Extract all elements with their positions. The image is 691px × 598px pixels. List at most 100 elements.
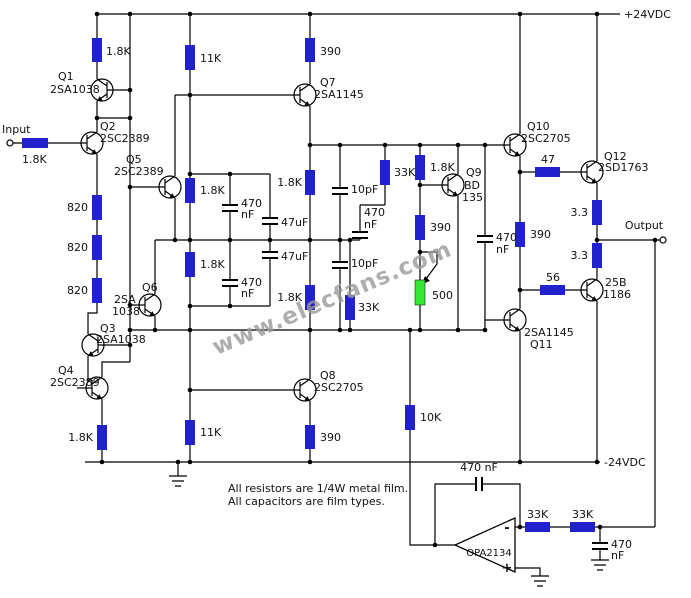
cap-47uf-bot [262, 251, 278, 259]
ground-symbol-output-cap [591, 559, 609, 571]
resistor-390-bot [305, 425, 315, 449]
transistor-part: 2SC2389 [50, 376, 100, 389]
resistor-33-top [592, 200, 602, 225]
transistor-part: BD [464, 179, 480, 192]
wire-network [13, 13, 660, 576]
cap-470nf-out [592, 542, 608, 550]
transistor-ref: Q12 [604, 150, 627, 163]
resistor-33-bot [592, 243, 602, 268]
capacitor-label: 470 [241, 197, 262, 210]
resistor-33k-fb2 [570, 522, 595, 532]
resistor-label: 33K [572, 508, 594, 521]
resistor-label: 390 [320, 45, 341, 58]
resistor-label: 3.3 [571, 249, 589, 262]
resistor-label: 390 [530, 228, 551, 241]
transistor-part: 25B [605, 276, 627, 289]
ground-symbol-opamp [531, 575, 549, 587]
capacitor-label: nF [241, 208, 254, 221]
cap-470nf-mid [352, 231, 368, 239]
cap-470nf-right [477, 235, 493, 243]
cap-470nf-servo [475, 477, 483, 491]
transistor-ref: Q1 [58, 70, 74, 83]
resistor-label: 33K [358, 301, 380, 314]
resistor-label: 47 [541, 153, 555, 166]
resistor-10k [405, 405, 415, 430]
resistor-47 [535, 167, 560, 177]
resistor-label: 33K [394, 166, 416, 179]
transistor-part: 2SA1145 [524, 326, 574, 339]
resistor-11k-top [185, 45, 195, 70]
resistor-label: 820 [67, 241, 88, 254]
opamp-body [453, 516, 516, 574]
transistor-q8 [284, 367, 317, 413]
capacitor-label: 470 nF [460, 461, 498, 474]
capacitor-label: 470 [364, 206, 385, 219]
resistor-input [22, 138, 48, 148]
resistor-label: 56 [546, 271, 560, 284]
capacitor-label: nF [364, 218, 377, 231]
resistor-label: 1.8K [430, 161, 455, 174]
capacitor-label: 47uF [281, 250, 308, 263]
cap-10pf-bot [332, 261, 348, 269]
transistor-ref: Q5 [126, 153, 142, 166]
transistor-part: 1038 [112, 305, 140, 318]
transistor-q7 [284, 72, 317, 118]
transistor-ref: Q11 [530, 338, 553, 351]
capacitor-label: 470 [496, 231, 517, 244]
resistor-label: 1.8K [22, 153, 47, 166]
opamp-part-label: OPA2134 [466, 548, 512, 559]
resistor-bias-18k [415, 155, 425, 180]
resistor-label: 1.8K [106, 45, 131, 58]
transistor-part: 2SC2705 [521, 132, 571, 145]
transistor-part: 2SD1763 [598, 161, 648, 174]
resistor-820-1 [92, 195, 102, 220]
transistor-ref: Q2 [100, 120, 116, 133]
resistor-18k-ml-bot [185, 252, 195, 277]
notes-line-1: All resistors are 1/4W metal film. [228, 482, 408, 495]
transistor-part: 2SA [114, 293, 136, 306]
capacitor-label: 47uF [281, 216, 308, 229]
cap-47uf-top [262, 217, 278, 225]
transistor-ref: Q8 [320, 369, 336, 382]
transistor-part: 135 [462, 191, 483, 204]
transistor-ref: Q9 [466, 166, 482, 179]
cap-10pf-top [332, 187, 348, 195]
resistor-label: 1.8K [200, 258, 225, 271]
resistor-18k-ml-top [185, 178, 195, 203]
transistor-part: 1186 [603, 288, 631, 301]
resistor-label: 1.8K [277, 291, 302, 304]
input-label: Input [2, 123, 31, 136]
potentiometer-500 [414, 279, 426, 306]
opamp-noninverting-input-label: + [502, 561, 513, 576]
resistor-label: 390 [320, 431, 341, 444]
resistor-label: 11K [200, 52, 222, 65]
input-terminal [6, 139, 14, 147]
resistor-bias-390 [415, 215, 425, 240]
resistor-label: 820 [67, 284, 88, 297]
transistor-q2 [71, 120, 104, 166]
resistor-390-top [305, 38, 315, 62]
transistor-part: 2SC2389 [100, 132, 150, 145]
capacitor-label: nF [241, 287, 254, 300]
resistor-390-drv [515, 222, 525, 247]
capacitor-label: 10pF [351, 183, 378, 196]
output-label: Output [625, 219, 664, 232]
rail-negative-label: -24VDC [604, 456, 646, 469]
resistor-18k-mr-top [305, 170, 315, 195]
capacitor-label: nF [611, 549, 624, 562]
capacitor-label: 470 [611, 538, 632, 551]
resistor-label: 11K [200, 426, 222, 439]
transistor-part: 2SA1145 [314, 88, 364, 101]
resistor-label: 33K [527, 508, 549, 521]
rail-positive-label: +24VDC [624, 8, 671, 21]
resistor-18k-bl [97, 425, 107, 450]
resistor-56 [540, 285, 565, 295]
capacitor-label: nF [496, 243, 509, 256]
resistor-label: 10K [420, 411, 442, 424]
resistor-label: 3.3 [571, 206, 589, 219]
resistor-label: 1.8K [68, 431, 93, 444]
transistor-ref: Q10 [527, 120, 550, 133]
cap-470nf-ml-bot [222, 279, 238, 287]
